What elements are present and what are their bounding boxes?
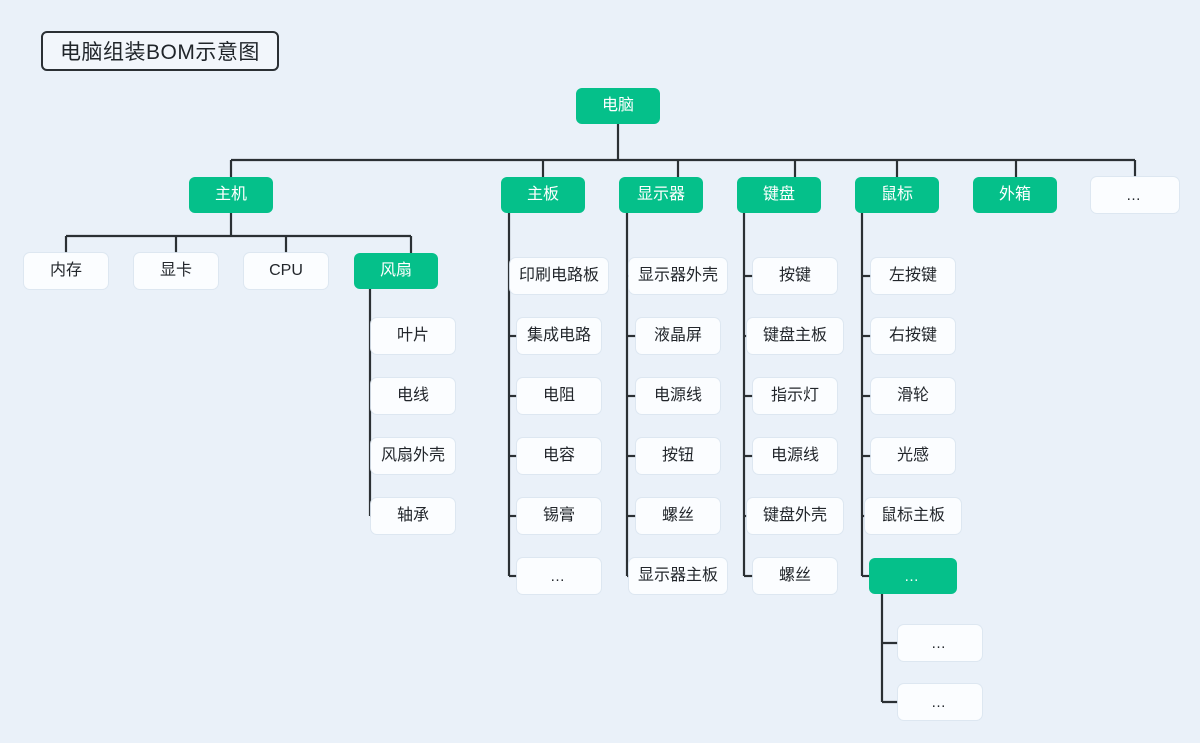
- node-memory[interactable]: 内存: [24, 253, 108, 289]
- node-label: …: [931, 693, 949, 711]
- node-label: 集成电路: [526, 327, 591, 344]
- node-keyboard-mainboard[interactable]: 键盘主板: [747, 318, 843, 354]
- node-label: 电容: [542, 447, 575, 464]
- node-label: 左按键: [888, 267, 937, 284]
- node-keyboard-screw[interactable]: 螺丝: [753, 558, 837, 594]
- node-label: CPU: [269, 262, 303, 279]
- node-cpu[interactable]: CPU: [244, 253, 328, 289]
- node-pcb[interactable]: 印刷电路板: [510, 258, 608, 294]
- node-label: 印刷电路板: [518, 267, 599, 284]
- node-label: 键盘: [762, 186, 795, 203]
- node-label: 显示器外壳: [637, 267, 718, 284]
- node-label: 风扇外壳: [380, 447, 445, 464]
- node-label: …: [1126, 186, 1144, 204]
- node-label: 外箱: [998, 186, 1031, 203]
- node-label: …: [904, 567, 922, 585]
- node-root[interactable]: 电脑: [576, 88, 660, 124]
- node-label: 键盘主板: [762, 327, 827, 344]
- node-integrated-circuit[interactable]: 集成电路: [517, 318, 601, 354]
- node-outer-box[interactable]: 外箱: [973, 177, 1057, 213]
- node-level2-more[interactable]: …: [1091, 177, 1179, 213]
- node-label: 光感: [896, 447, 929, 464]
- node-label: 按钮: [661, 447, 694, 464]
- node-scroll-wheel[interactable]: 滑轮: [871, 378, 955, 414]
- node-fan-blade[interactable]: 叶片: [371, 318, 455, 354]
- node-label: 螺丝: [778, 567, 811, 584]
- node-label: 内存: [49, 262, 82, 279]
- node-label: 主板: [526, 186, 559, 203]
- node-label: 液晶屏: [653, 327, 702, 344]
- node-label: 滑轮: [896, 387, 929, 404]
- node-mainboard-more[interactable]: …: [517, 558, 601, 594]
- node-label: 指示灯: [770, 387, 819, 404]
- node-fan-bearing[interactable]: 轴承: [371, 498, 455, 534]
- node-label: 鼠标主板: [880, 507, 945, 524]
- node-label: 电源线: [653, 387, 702, 404]
- node-mouse-more-child-1[interactable]: …: [898, 625, 982, 661]
- node-indicator-light[interactable]: 指示灯: [753, 378, 837, 414]
- node-left-button[interactable]: 左按键: [871, 258, 955, 294]
- node-monitor-mainboard[interactable]: 显示器主板: [629, 558, 727, 594]
- node-label: 鼠标: [880, 186, 913, 203]
- node-lcd-panel[interactable]: 液晶屏: [636, 318, 720, 354]
- node-label: 电阻: [542, 387, 575, 404]
- node-label: 锡膏: [542, 507, 575, 524]
- node-key[interactable]: 按键: [753, 258, 837, 294]
- node-keyboard[interactable]: 键盘: [737, 177, 821, 213]
- node-mouse-more-child-2[interactable]: …: [898, 684, 982, 720]
- node-capacitor[interactable]: 电容: [517, 438, 601, 474]
- node-fan-shell[interactable]: 风扇外壳: [371, 438, 455, 474]
- node-mouse-more[interactable]: …: [869, 558, 957, 594]
- node-label: 显示器: [636, 186, 685, 203]
- node-label: 主机: [214, 186, 247, 203]
- node-mouse[interactable]: 鼠标: [855, 177, 939, 213]
- node-resistor[interactable]: 电阻: [517, 378, 601, 414]
- node-label: 叶片: [396, 327, 429, 344]
- diagram-title: 电脑组装BOM示意图: [41, 31, 279, 71]
- node-monitor-screw[interactable]: 螺丝: [636, 498, 720, 534]
- node-label: 按键: [778, 267, 811, 284]
- node-label: 轴承: [396, 507, 429, 524]
- node-mainboard[interactable]: 主板: [501, 177, 585, 213]
- node-label: 显卡: [159, 262, 192, 279]
- node-label: 电脑: [601, 97, 634, 114]
- node-keyboard-shell[interactable]: 键盘外壳: [747, 498, 843, 534]
- node-label: 电线: [396, 387, 429, 404]
- node-keyboard-power-cord[interactable]: 电源线: [753, 438, 837, 474]
- node-label: …: [550, 567, 568, 585]
- node-fan[interactable]: 风扇: [354, 253, 438, 289]
- node-label: 键盘外壳: [762, 507, 827, 524]
- node-host[interactable]: 主机: [189, 177, 273, 213]
- node-right-button[interactable]: 右按键: [871, 318, 955, 354]
- node-label: 显示器主板: [637, 567, 718, 584]
- node-fan-wire[interactable]: 电线: [371, 378, 455, 414]
- node-optical-sensor[interactable]: 光感: [871, 438, 955, 474]
- node-label: 电源线: [770, 447, 819, 464]
- node-label: 螺丝: [661, 507, 694, 524]
- node-mouse-mainboard[interactable]: 鼠标主板: [865, 498, 961, 534]
- node-graphics-card[interactable]: 显卡: [134, 253, 218, 289]
- node-monitor[interactable]: 显示器: [619, 177, 703, 213]
- node-solder-paste[interactable]: 锡膏: [517, 498, 601, 534]
- node-monitor-power-cord[interactable]: 电源线: [636, 378, 720, 414]
- node-label: 风扇: [379, 262, 412, 279]
- node-label: 右按键: [888, 327, 937, 344]
- node-label: …: [931, 634, 949, 652]
- node-monitor-shell[interactable]: 显示器外壳: [629, 258, 727, 294]
- node-monitor-button[interactable]: 按钮: [636, 438, 720, 474]
